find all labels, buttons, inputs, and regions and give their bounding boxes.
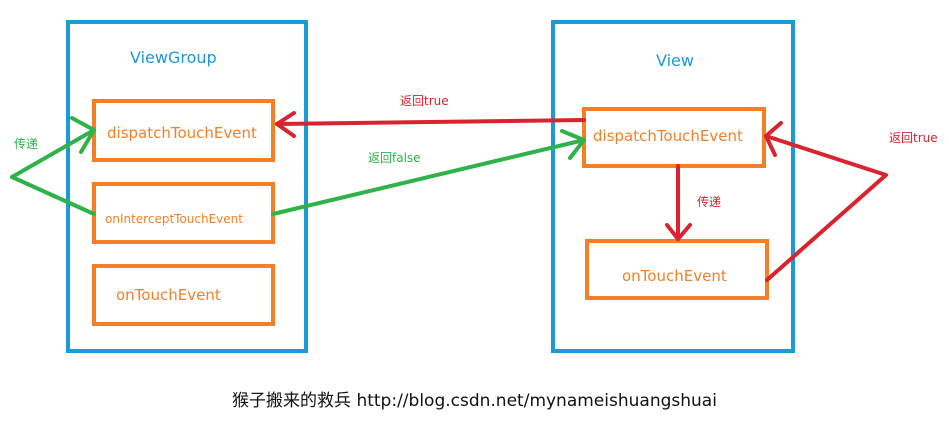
view-pass-label: 传递 (697, 194, 721, 209)
view-title: View (656, 51, 694, 70)
v-dispatch-label: dispatchTouchEvent (593, 127, 743, 145)
vg-intercept-box (92, 182, 275, 244)
return-false-label: 返回false (368, 151, 421, 165)
return-true-label-right: 返回true (889, 131, 938, 145)
view-container (551, 20, 795, 353)
vg-intercept-label: onInterceptTouchEvent (105, 212, 243, 226)
left-pass-arrow-lower (10, 175, 96, 216)
viewgroup-title: ViewGroup (130, 48, 217, 67)
vg-dispatch-label: dispatchTouchEvent (107, 124, 257, 142)
left-pass-arrowhead (70, 116, 96, 154)
v-dispatch-box (582, 107, 766, 168)
vg-touch-label: onTouchEvent (116, 286, 221, 304)
return-true-arrowhead-right (764, 121, 783, 157)
left-pass-label: 传递 (14, 136, 38, 151)
return-true-arrow-right (764, 134, 888, 282)
return-false-arrow (271, 138, 586, 216)
vg-touch-box (92, 264, 275, 326)
v-touch-label: onTouchEvent (622, 267, 727, 285)
return-true-label-top: 返回true (400, 94, 449, 108)
view-pass-arrowhead (665, 223, 692, 241)
return-true-arrow-top (275, 118, 586, 126)
viewgroup-container (66, 20, 308, 353)
return-true-arrowhead-top (275, 111, 296, 138)
footer-caption: 猴子搬来的救兵 http://blog.csdn.net/mynameishua… (232, 391, 717, 411)
left-pass-arrow-upper (10, 128, 96, 179)
return-false-arrowhead (560, 129, 586, 160)
v-touch-box (585, 239, 769, 300)
